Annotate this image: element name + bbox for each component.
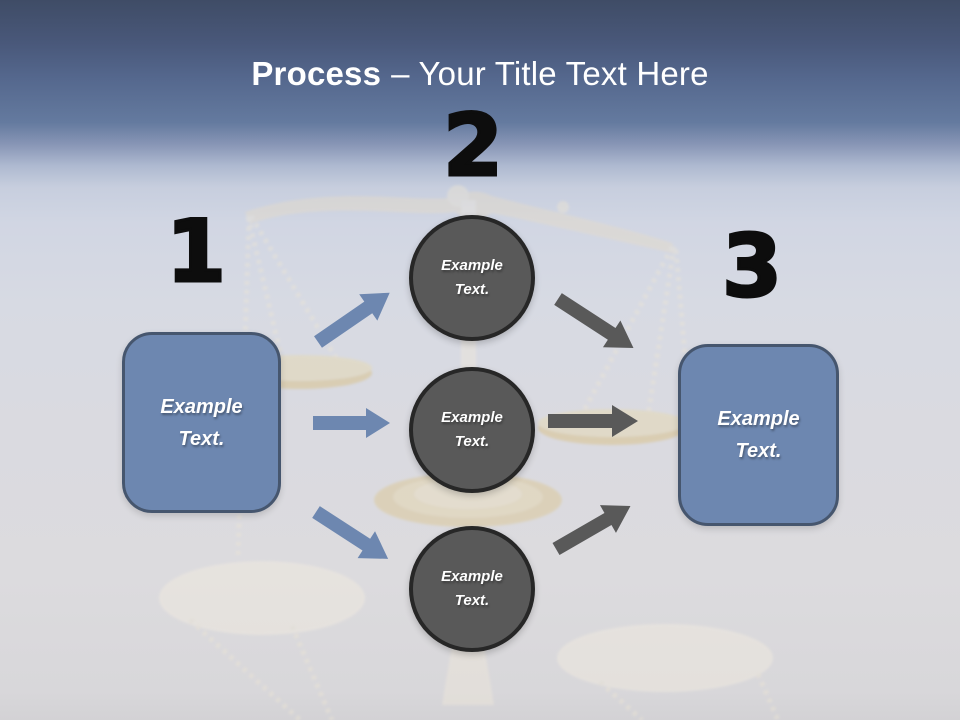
- title-emphasis: Process: [251, 55, 382, 92]
- step3-box[interactable]: Example Text.: [678, 344, 839, 526]
- step2-circle-2-label: Example Text.: [441, 409, 503, 450]
- step1-box[interactable]: Example Text.: [122, 332, 281, 513]
- slide-title[interactable]: Process– Your Title Text Here: [0, 54, 960, 94]
- step3-label: Example Text.: [717, 408, 800, 462]
- step2-circle-1[interactable]: Example Text.: [409, 215, 535, 341]
- step-number-1[interactable]: 1: [165, 202, 228, 302]
- step2-circle-1-label: Example Text.: [441, 257, 503, 298]
- step2-circle-3[interactable]: Example Text.: [409, 526, 535, 652]
- step2-circle-3-label: Example Text.: [441, 568, 503, 609]
- step-number-2[interactable]: 2: [442, 96, 505, 196]
- step1-label: Example Text.: [160, 395, 243, 450]
- step2-circle-2[interactable]: Example Text.: [409, 367, 535, 493]
- step-number-3[interactable]: 3: [721, 217, 784, 317]
- title-rest: – Your Title Text Here: [391, 55, 709, 92]
